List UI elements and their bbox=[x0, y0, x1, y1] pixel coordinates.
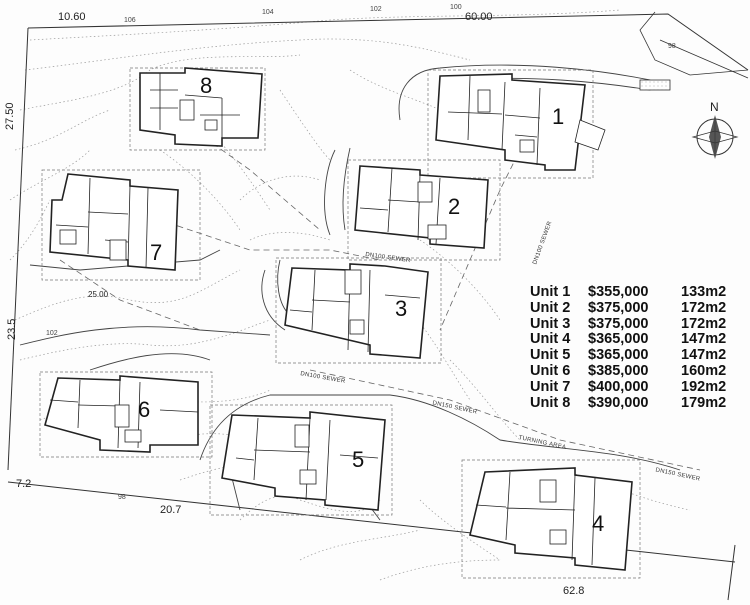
dimension-top-left: 10.60 bbox=[58, 11, 86, 23]
price-unit: Unit 7 bbox=[530, 378, 571, 395]
price-unit: Unit 2 bbox=[530, 299, 571, 316]
price-area: 192m2 bbox=[681, 378, 727, 395]
entrance-structure bbox=[639, 11, 749, 91]
contour-label: 104 bbox=[262, 9, 274, 16]
north-label: N bbox=[710, 100, 719, 114]
price-area: 147m2 bbox=[681, 347, 727, 364]
price-value: $400,000 bbox=[588, 378, 649, 395]
price-area: 133m2 bbox=[681, 284, 727, 300]
price-row: Unit 1 $355,000 133m2 bbox=[530, 284, 740, 301]
unit-2-label: 2 bbox=[448, 194, 461, 219]
price-unit: Unit 3 bbox=[530, 315, 571, 332]
unit-3-label: 3 bbox=[395, 296, 408, 321]
contour-lines bbox=[9, 9, 691, 581]
price-row: Unit 6 $385,000 160m2 bbox=[530, 362, 740, 380]
price-area: 147m2 bbox=[681, 331, 727, 348]
dimension-bottom-left: 7.2 bbox=[16, 478, 32, 490]
dimension-left-lower: 23.5 bbox=[6, 318, 18, 340]
contour-label: 102 bbox=[46, 330, 58, 337]
price-area: 172m2 bbox=[681, 315, 727, 332]
price-unit: Unit 6 bbox=[530, 362, 571, 379]
dimension-top-right: 60.00 bbox=[465, 11, 493, 23]
price-row: Unit 7 $400,000 192m2 bbox=[530, 378, 740, 396]
price-value: $375,000 bbox=[588, 315, 649, 332]
price-row: Unit 2 $375,000 172m2 bbox=[530, 299, 740, 317]
dimension-inner-left: 25.00 bbox=[88, 290, 109, 299]
price-unit: Unit 4 bbox=[530, 331, 571, 348]
contour-label: 98 bbox=[118, 494, 126, 501]
price-unit: Unit 1 bbox=[530, 284, 571, 300]
dimension-left-upper: 27.50 bbox=[4, 102, 16, 130]
dimension-bottom-mid: 20.7 bbox=[160, 504, 182, 516]
price-area: 160m2 bbox=[681, 362, 727, 379]
price-value: $390,000 bbox=[588, 394, 649, 411]
unit-8-label: 8 bbox=[200, 73, 213, 98]
price-row: Unit 4 $365,000 147m2 bbox=[530, 332, 740, 348]
unit-6-label: 6 bbox=[138, 397, 151, 422]
price-value: $375,000 bbox=[588, 299, 649, 316]
unit-4-footprint bbox=[461, 459, 641, 579]
dimension-bottom-right: 62.8 bbox=[563, 585, 585, 597]
price-unit: Unit 5 bbox=[530, 347, 571, 364]
price-value: $365,000 bbox=[588, 347, 649, 364]
price-row: Unit 5 $365,000 147m2 bbox=[530, 347, 740, 364]
unit-8-footprint bbox=[129, 67, 266, 151]
north-arrow-icon bbox=[691, 115, 739, 159]
price-area: 179m2 bbox=[681, 394, 727, 411]
unit-5-label: 5 bbox=[352, 447, 365, 472]
contour-label: 98 bbox=[668, 43, 676, 50]
price-row: Unit 3 $375,000 172m2 bbox=[530, 315, 740, 333]
unit-6-footprint bbox=[39, 371, 213, 458]
price-value: $355,000 bbox=[588, 284, 649, 300]
price-unit: Unit 8 bbox=[530, 394, 571, 411]
unit-1-footprint bbox=[427, 69, 606, 179]
unit-2-footprint bbox=[347, 159, 501, 261]
contour-label: 102 bbox=[370, 6, 382, 13]
unit-7-footprint bbox=[41, 169, 201, 281]
price-value: $365,000 bbox=[588, 331, 649, 348]
price-value: $385,000 bbox=[588, 362, 649, 379]
contour-label: 106 bbox=[124, 17, 136, 24]
price-row: Unit 8 $390,000 179m2 bbox=[530, 394, 740, 412]
unit-4-label: 4 bbox=[592, 511, 605, 536]
unit-7-label: 7 bbox=[150, 240, 163, 265]
unit-1-label: 1 bbox=[552, 104, 565, 129]
price-area: 172m2 bbox=[681, 299, 727, 316]
contour-label: 100 bbox=[450, 4, 462, 11]
unit-3-footprint bbox=[275, 257, 442, 364]
unit-5-footprint bbox=[209, 404, 393, 516]
